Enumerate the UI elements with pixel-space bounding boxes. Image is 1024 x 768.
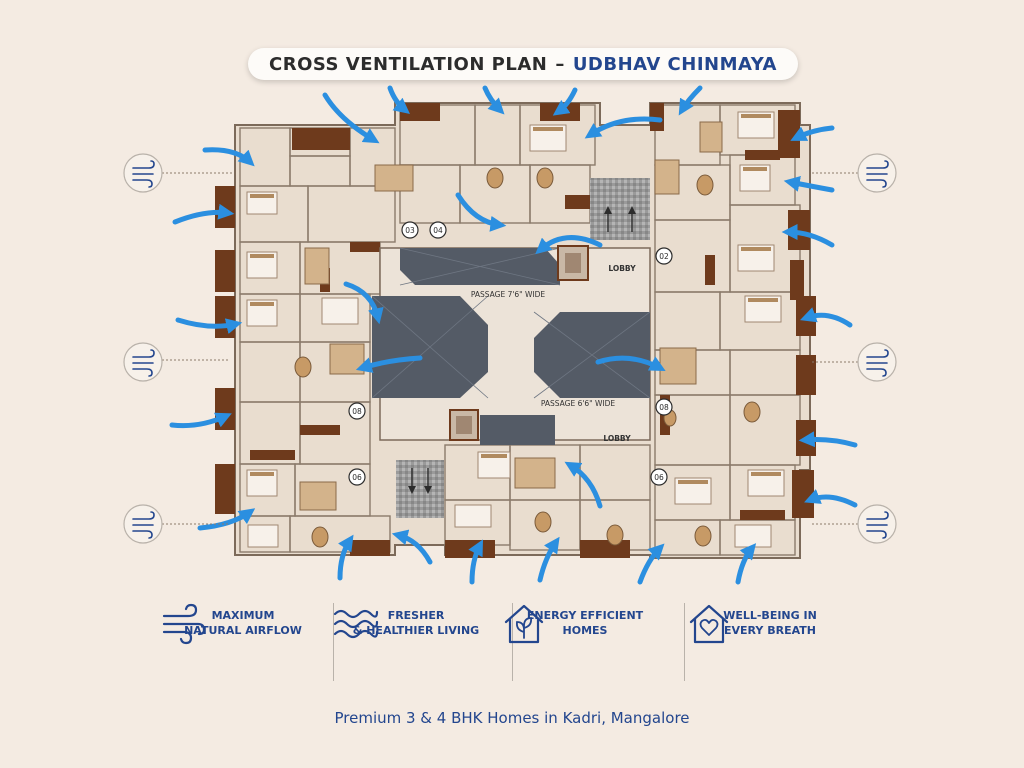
heart-house-icon [689,604,729,644]
feature-airflow: MAXIMUM NATURAL AIRFLOW [158,600,328,645]
lobby-label-lower: LOBBY [603,434,631,443]
svg-text:08: 08 [352,407,362,416]
wind-icon [857,342,897,382]
unit-badge: 08 [348,402,366,420]
svg-text:03: 03 [405,226,415,235]
feature-line: EVERY BREATH [724,624,816,637]
svg-text:08: 08 [659,403,669,412]
svg-text:06: 06 [654,473,664,482]
feature-line: WELL-BEING IN [723,609,817,622]
svg-text:04: 04 [433,226,443,235]
divider [684,603,685,681]
feature-line: MAXIMUM [211,609,275,622]
unit-badge: 04 [429,221,447,239]
feature-line: ENERGY EFFICIENT [526,609,644,622]
feature-wellbeing: WELL-BEING IN EVERY BREATH [685,600,855,644]
title-project: UDBHAV CHINMAYA [572,53,777,75]
passage-label-lower: PASSAGE 6'6" WIDE [541,399,616,408]
feature-line: FRESHER [387,609,445,622]
unit-badge: 06 [650,468,668,486]
feature-line: NATURAL AIRFLOW [184,624,302,637]
unit-badge: 08 [655,398,673,416]
wind-icon [123,504,163,544]
unit-badge: 03 [401,221,419,239]
wind-icon [857,153,897,193]
wind-badges [123,153,897,544]
feature-energy: ENERGY EFFICIENT HOMES [500,600,670,644]
divider [333,603,334,681]
feature-line: HOMES [562,624,608,637]
footer-tagline: Premium 3 & 4 BHK Homes in Kadri, Mangal… [334,709,690,727]
feature-line: & HEALTHIER LIVING [352,624,480,637]
core-lobby-area [371,178,651,518]
eco-house-icon [504,604,544,644]
waves-icon [333,609,379,639]
wind-icon [162,603,206,645]
svg-text:06: 06 [352,473,362,482]
wind-icon [123,342,163,382]
wind-icon [123,153,163,193]
lobby-label-upper: LOBBY [608,264,636,273]
feature-fresher: FRESHER & HEALTHIER LIVING [331,600,501,639]
wind-icon [857,504,897,544]
title-main: CROSS VENTILATION PLAN [269,53,548,75]
svg-text:02: 02 [659,252,669,261]
passage-label-upper: PASSAGE 7'6" WIDE [471,290,546,299]
unit-badge: 02 [655,247,673,265]
airflow-arrows [169,85,858,585]
title-separator: – [555,53,565,75]
unit-badge: 06 [348,468,366,486]
title-banner: CROSS VENTILATION PLAN – UDBHAV CHINMAYA [248,48,798,80]
